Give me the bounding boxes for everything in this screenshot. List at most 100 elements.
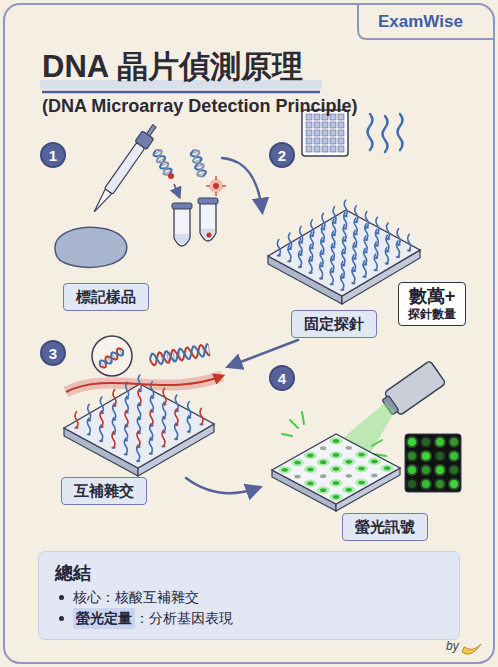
chip-spot bbox=[294, 475, 300, 479]
chip-spot bbox=[307, 454, 313, 458]
chip-spot bbox=[371, 474, 377, 478]
result-heatmap bbox=[434, 436, 446, 448]
chip-spot bbox=[358, 467, 364, 471]
flow-arrow bbox=[222, 158, 262, 210]
dna-helix bbox=[152, 148, 173, 177]
probe-grid-icon bbox=[322, 146, 328, 152]
fluorescent-label bbox=[209, 179, 223, 193]
summary-line: 螢光定量：分析基因表現 bbox=[55, 608, 443, 629]
summary-box: 總結核心：核酸互補雜交螢光定量：分析基因表現 bbox=[38, 551, 460, 640]
step-number-text: 4 bbox=[278, 371, 286, 386]
chip-spot bbox=[74, 375, 203, 462]
dna-helix bbox=[98, 347, 126, 370]
microarray-chip bbox=[272, 434, 400, 504]
chip-spot bbox=[358, 453, 364, 457]
fluorescent-label bbox=[222, 185, 226, 187]
probe-grid-icon bbox=[314, 146, 320, 152]
fluorescent-label bbox=[206, 185, 210, 187]
result-heatmap bbox=[422, 452, 430, 460]
page-frame bbox=[4, 4, 494, 663]
probe-grid-icon bbox=[322, 122, 328, 128]
node-text: 螢光訊號 bbox=[355, 517, 415, 537]
probe-strand-icon bbox=[383, 116, 388, 152]
chip-spot bbox=[371, 460, 377, 464]
chip-spot bbox=[346, 460, 352, 464]
probe-grid-icon bbox=[322, 130, 328, 136]
step-number-text: 2 bbox=[278, 148, 286, 163]
chip-spot bbox=[355, 479, 368, 487]
microarray-chip bbox=[64, 375, 214, 476]
dna-helix bbox=[152, 148, 173, 177]
chip-spot bbox=[112, 432, 115, 448]
fluorescent-label bbox=[206, 176, 226, 196]
probe-grid-icon bbox=[338, 138, 344, 144]
fluorescent-label bbox=[215, 192, 217, 196]
chip-spot bbox=[278, 466, 291, 474]
probe-grid-icon bbox=[330, 146, 336, 152]
result-heatmap bbox=[436, 438, 444, 446]
chip-spot bbox=[175, 423, 178, 439]
step-caption: 互補雜交 bbox=[61, 477, 147, 505]
result-heatmap bbox=[434, 478, 446, 490]
author-credit: by bbox=[446, 639, 459, 653]
chip-spot bbox=[330, 493, 343, 501]
chip-spot bbox=[363, 261, 366, 277]
sample-tube bbox=[172, 203, 192, 246]
pipette bbox=[88, 122, 160, 216]
chip-spot bbox=[374, 254, 377, 270]
dna-icon bbox=[92, 336, 132, 376]
sample-tube bbox=[207, 233, 212, 238]
pipette bbox=[91, 189, 112, 214]
dna-icon bbox=[92, 336, 132, 376]
chip-spot bbox=[333, 495, 339, 499]
summary-text: ：分析基因表現 bbox=[135, 608, 233, 629]
chip-spot bbox=[299, 251, 302, 267]
probe-grid-icon bbox=[306, 122, 312, 128]
result-heatmap bbox=[420, 436, 432, 448]
chip-spot bbox=[291, 459, 304, 467]
microarray-chip bbox=[272, 434, 400, 511]
chip-spot bbox=[320, 446, 326, 450]
result-heatmap bbox=[450, 466, 458, 474]
summary-line: 總結 bbox=[55, 561, 443, 585]
chip-spot bbox=[330, 451, 343, 459]
chip-spot bbox=[333, 453, 339, 457]
node-text: 標記樣品 bbox=[76, 287, 136, 307]
fluorescent-label bbox=[213, 183, 219, 189]
summary-heading: 總結 bbox=[55, 561, 91, 585]
result-heatmap bbox=[422, 466, 430, 474]
fluorescence-sparkle bbox=[372, 440, 382, 446]
chip-spot bbox=[124, 438, 127, 454]
result-heatmap bbox=[420, 450, 432, 462]
chip-spot bbox=[358, 481, 364, 485]
chip-spot bbox=[397, 241, 400, 257]
chip-spot bbox=[352, 267, 355, 283]
chip-spot bbox=[330, 479, 343, 487]
probe-grid-icon bbox=[306, 114, 344, 152]
chip-spot bbox=[200, 408, 203, 424]
probe-grid-icon bbox=[330, 122, 336, 128]
sample-tube bbox=[175, 234, 189, 245]
chip-spot bbox=[75, 412, 78, 428]
result-heatmap bbox=[450, 480, 458, 488]
chip-spot bbox=[320, 460, 326, 464]
result-heatmap bbox=[405, 434, 461, 492]
chip-spot bbox=[346, 474, 352, 478]
result-heatmap bbox=[448, 450, 460, 462]
flow-arrow bbox=[186, 478, 258, 493]
probe-grid-icon bbox=[314, 130, 320, 136]
author-logo bbox=[462, 644, 481, 654]
probe-grid-icon bbox=[306, 138, 312, 144]
sample-tube bbox=[200, 203, 216, 241]
result-heatmap bbox=[434, 450, 446, 462]
probe-grid-icon bbox=[338, 146, 344, 152]
result-heatmap bbox=[448, 436, 460, 448]
fluorescence-sparkle bbox=[282, 434, 292, 436]
dna-helix bbox=[149, 344, 210, 366]
probe-grid-icon bbox=[314, 122, 320, 128]
chip-spot bbox=[355, 465, 368, 473]
probe-count-box: 數萬+探針數量 bbox=[398, 282, 466, 326]
chip-spot bbox=[346, 488, 352, 492]
probe-strand-icon bbox=[398, 114, 403, 150]
chip-spot bbox=[307, 468, 313, 472]
